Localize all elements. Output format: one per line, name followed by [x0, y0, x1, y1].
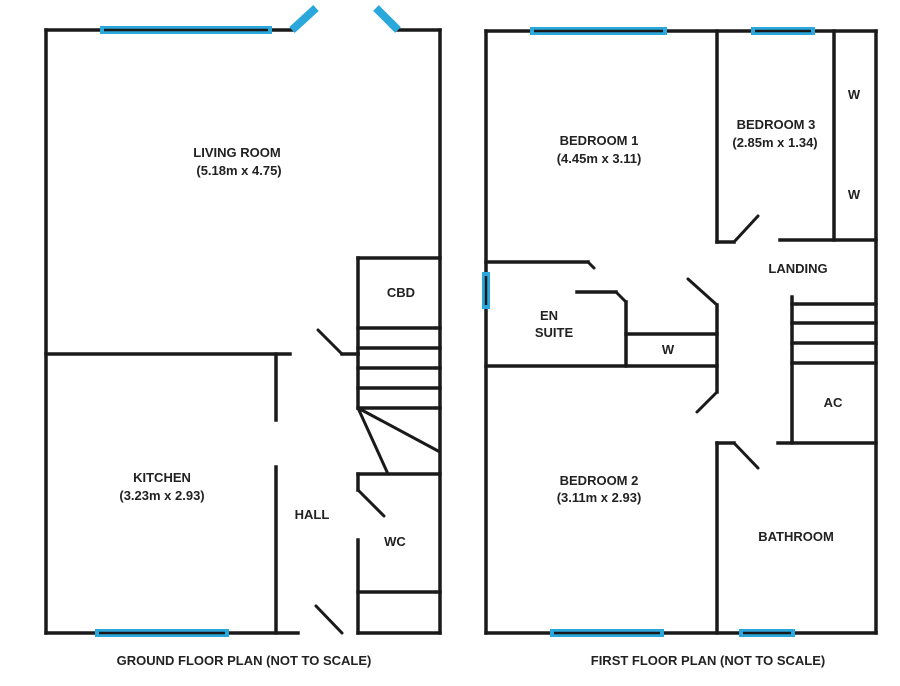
ac-label: AC	[824, 395, 843, 410]
kitchen-label: KITCHEN	[133, 470, 191, 485]
cbd-label: CBD	[387, 285, 415, 300]
ensuite-label-line1: EN	[540, 308, 558, 323]
bedroom2-label: BEDROOM 2	[560, 473, 639, 488]
living-room-label: LIVING ROOM	[193, 145, 280, 160]
bedroom2-size: (3.11m x 2.93)	[557, 490, 642, 505]
bedroom3-label: BEDROOM 3	[737, 117, 816, 132]
first-floor-windows	[482, 27, 815, 637]
bathroom-label: BATHROOM	[758, 529, 834, 544]
ground-floor-windows	[95, 26, 272, 637]
front-door	[289, 5, 401, 33]
first-floor-plan: BEDROOM 1 (4.45m x 3.11) BEDROOM 3 (2.85…	[482, 27, 878, 668]
ground-floor-caption: GROUND FLOOR PLAN (NOT TO SCALE)	[117, 653, 372, 668]
kitchen-size: (3.23m x 2.93)	[119, 488, 204, 503]
landing-label: LANDING	[768, 261, 827, 276]
bedroom3-size: (2.85m x 1.34)	[732, 135, 817, 150]
ground-floor-walls	[44, 28, 442, 635]
bedroom3-wardrobe-lower-label: W	[848, 187, 861, 202]
bedroom1-size: (4.45m x 3.11)	[557, 151, 642, 166]
ensuite-wardrobe-label: W	[662, 342, 675, 357]
living-room-size: (5.18m x 4.75)	[196, 163, 281, 178]
bedroom1-label: BEDROOM 1	[560, 133, 639, 148]
bedroom3-wardrobe-upper-label: W	[848, 87, 861, 102]
ground-floor-plan: LIVING ROOM (5.18m x 4.75) KITCHEN (3.23…	[44, 5, 442, 668]
hall-label: HALL	[295, 507, 330, 522]
ensuite-label-line2: SUITE	[535, 325, 574, 340]
wc-label: WC	[384, 534, 406, 549]
first-floor-caption: FIRST FLOOR PLAN (NOT TO SCALE)	[591, 653, 825, 668]
